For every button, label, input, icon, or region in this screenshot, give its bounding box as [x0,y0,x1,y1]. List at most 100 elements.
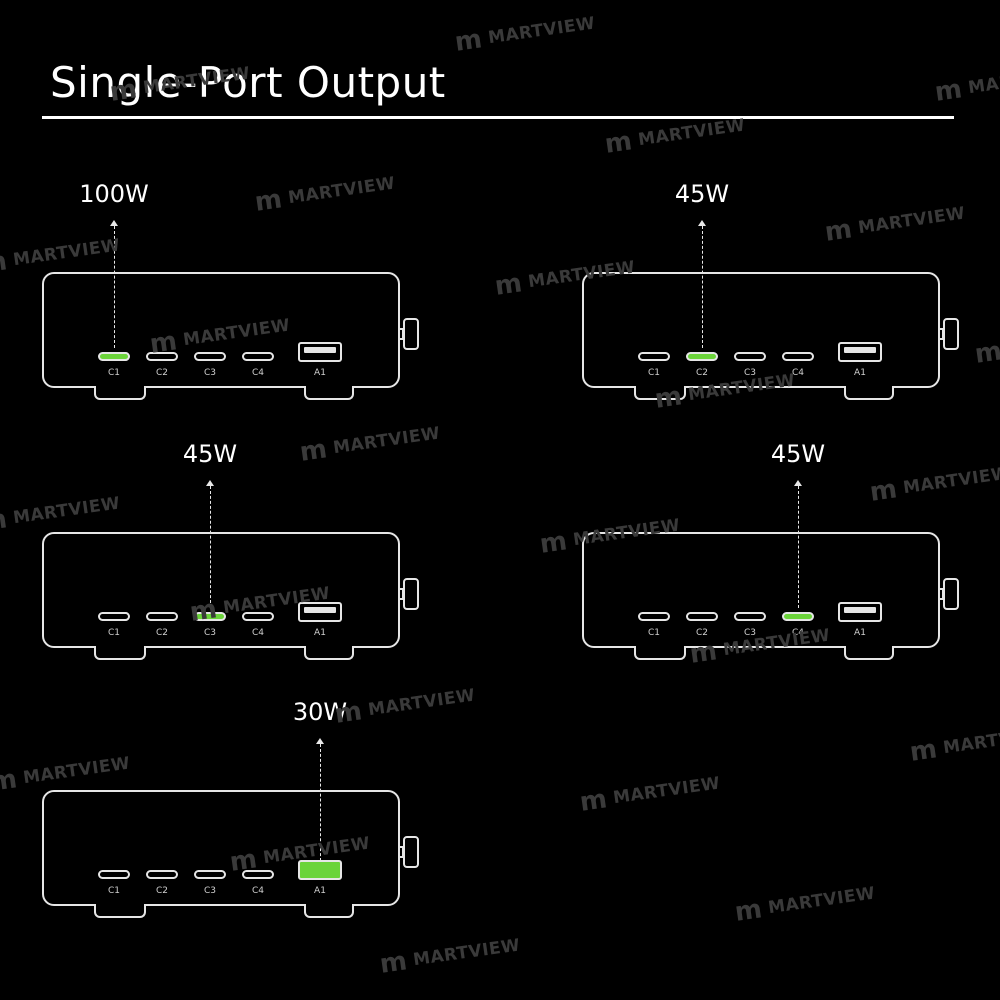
power-knob [943,318,959,350]
port-label: C4 [251,628,265,638]
martview-logo-icon: m [0,764,20,798]
foot-right [844,646,894,660]
watermark-text: MARTVIEW [486,13,597,49]
output-arrow [702,226,703,348]
usb-a-port [298,602,342,622]
output-arrow [320,744,321,866]
foot-left [634,646,686,660]
arrow-head [316,738,324,744]
port-label: C2 [155,886,169,896]
foot-right [304,904,354,918]
martview-logo-icon: m [452,24,485,58]
output-arrow [114,226,115,348]
wattage-label: 45W [770,440,826,468]
watermark-text: MARTVIEW [966,63,1000,99]
martview-logo-icon: m [652,381,685,415]
foot-left [634,386,686,400]
martview-logo-icon: m [0,246,10,280]
foot-left [94,904,146,918]
port-label: C3 [203,886,217,896]
usb-c-port [242,870,274,879]
port-label: A1 [314,628,326,638]
port-label: C4 [251,368,265,378]
martview-logo-icon: m [972,336,1000,370]
power-knob [403,578,419,610]
usb-c-port [686,612,718,621]
usb-c-port [686,352,718,361]
usb-c-port [782,352,814,361]
port-label: C3 [743,628,757,638]
usb-c-port [146,870,178,879]
port-label: C2 [695,368,709,378]
usb-a-port [838,602,882,622]
arrow-head [794,480,802,486]
wattage-label: 100W [79,180,149,208]
port-label: A1 [314,368,326,378]
foot-right [304,646,354,660]
port-label: C1 [647,628,661,638]
martview-logo-icon: m [332,696,365,730]
watermark-text: MARTVIEW [766,883,877,919]
martview-logo-icon: m [732,894,765,928]
arrow-head [206,480,214,486]
martview-logo-icon: m [252,184,285,218]
watermark-text: MARTVIEW [636,115,747,151]
martview-logo-icon: m [0,504,10,538]
charger-body [582,532,940,648]
martview-logo-icon: m [297,434,330,468]
title-underline [42,116,954,119]
output-arrow [798,486,799,608]
usb-c-port [782,612,814,621]
martview-logo-icon: m [907,734,940,768]
power-knob [403,318,419,350]
watermark-text: MARTVIEW [941,723,1000,759]
usb-c-port [194,870,226,879]
usb-c-port [638,352,670,361]
usb-c-port [194,352,226,361]
usb-c-port [638,612,670,621]
usb-c-port [242,352,274,361]
martview-logo-icon: m [377,946,410,980]
usb-c-port [98,612,130,621]
charger-body [42,532,400,648]
watermark-text: MARTVIEW [611,773,722,809]
page-title: Single-Port Output [50,58,446,107]
foot-left [94,386,146,400]
port-label: C4 [251,886,265,896]
arrow-head [698,220,706,226]
port-label: C1 [107,628,121,638]
martview-logo-icon: m [227,844,260,878]
watermark-text: MARTVIEW [366,685,477,721]
martview-logo-icon: m [492,268,525,302]
watermark-text: MARTVIEW [411,935,522,971]
port-label: C2 [155,368,169,378]
port-label: C3 [203,368,217,378]
output-arrow [210,486,211,608]
usb-c-port [146,612,178,621]
foot-right [844,386,894,400]
power-knob [403,836,419,868]
usb-a-port [298,342,342,362]
port-label: A1 [854,628,866,638]
port-label: C1 [107,886,121,896]
usb-c-port [98,352,130,361]
martview-logo-icon: m [537,526,570,560]
foot-right [304,386,354,400]
charger-body [42,790,400,906]
port-label: C1 [107,368,121,378]
port-label: C3 [743,368,757,378]
usb-c-port [734,612,766,621]
port-label: A1 [854,368,866,378]
martview-logo-icon: m [687,636,720,670]
martview-logo-icon: m [147,326,180,360]
usb-c-port [146,352,178,361]
